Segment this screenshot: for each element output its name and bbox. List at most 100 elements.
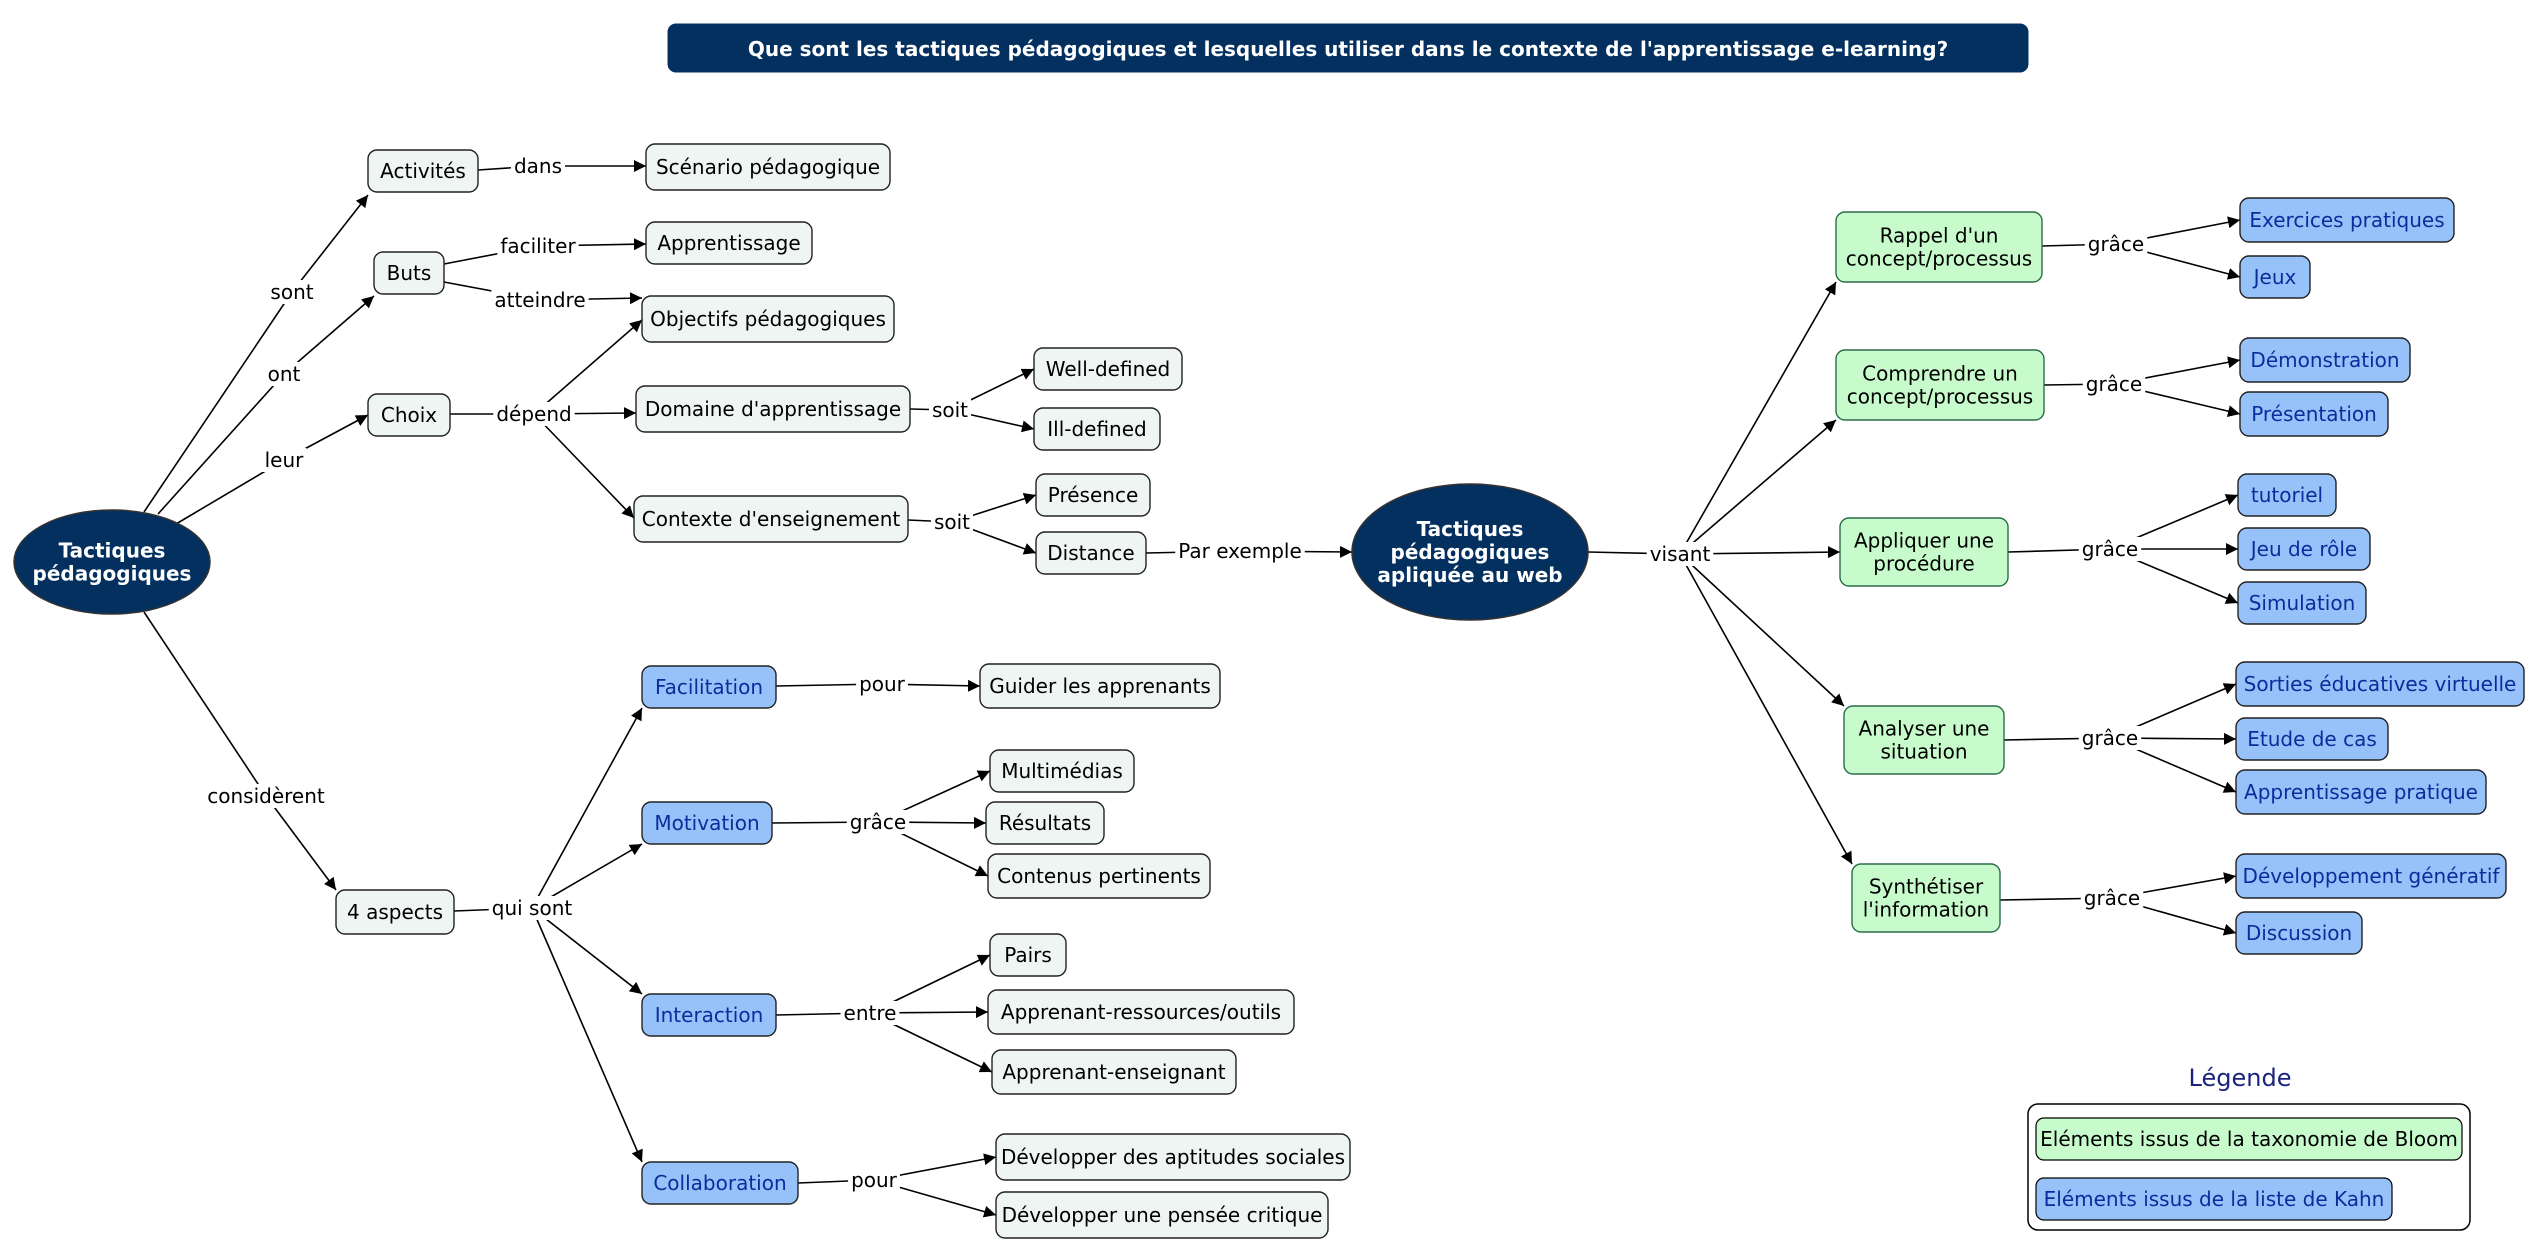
connector-ont-in	[157, 373, 285, 515]
node-exercices: Exercices pratiques	[2239, 197, 2455, 243]
node-label: situation	[1880, 740, 1967, 764]
node-shape	[1851, 863, 2001, 933]
link-label-entre: entre	[844, 1001, 897, 1025]
node-shape	[645, 143, 891, 191]
node-label: Etude de cas	[2247, 727, 2377, 751]
node-shape	[641, 665, 777, 709]
legend-bloom-label: Eléments issus de la taxonomie de Bloom	[2040, 1127, 2458, 1151]
legend: Légende Eléments issus de la taxonomie d…	[2027, 1064, 2471, 1231]
node-label: Multimédias	[1001, 759, 1123, 783]
node-label: Contenus pertinents	[997, 864, 1201, 888]
node-shape	[979, 663, 1221, 709]
node-label: concept/processus	[1846, 247, 2032, 271]
link-label-visant: visant	[1650, 542, 1711, 566]
node-jeuderole: Jeu de rôle	[2237, 527, 2371, 571]
node-label: Buts	[387, 261, 432, 285]
link-label-bg	[928, 398, 972, 422]
node-label: Activités	[380, 159, 466, 183]
link-label-soit2: soit	[934, 510, 970, 534]
node-label: Scénario pédagogique	[656, 155, 880, 179]
link-label-leur: leur	[265, 448, 305, 472]
link-label-bg	[840, 1001, 900, 1025]
node-shape	[2239, 337, 2411, 383]
link-label-grace1: grâce	[2088, 232, 2144, 256]
node-label: Motivation	[654, 811, 759, 835]
node-label: Sorties éducatives virtuelle	[2244, 672, 2517, 696]
node-shape	[633, 495, 909, 543]
node-label: Appliquer une	[1854, 529, 1994, 553]
link-label-grace4: grâce	[2082, 726, 2138, 750]
node-pairs: Pairs	[989, 933, 1067, 977]
node-shape	[2239, 197, 2455, 243]
connector-qui_sont-out	[531, 907, 643, 1163]
link-label-ont: ont	[268, 362, 301, 386]
connector-considerent-in	[143, 611, 267, 797]
node-label: Rappel d'un	[1880, 224, 1999, 248]
node-motivation: Motivation	[641, 801, 773, 845]
node-shape	[1835, 211, 2043, 283]
node-label: Well-defined	[1046, 357, 1171, 381]
node-label: Tactiques	[59, 539, 166, 563]
node-label: Comprendre un	[1862, 362, 2018, 386]
node-contexte: Contexte d'enseignement	[633, 495, 909, 543]
node-shape	[2235, 717, 2389, 761]
node-collaboration: Collaboration	[641, 1161, 799, 1205]
node-presence: Présence	[1035, 473, 1151, 517]
connector-qui_sont-out	[531, 907, 643, 995]
node-shape	[635, 385, 911, 433]
node-multimedias: Multimédias	[989, 749, 1135, 793]
node-illdefined: Ill-defined	[1033, 407, 1161, 451]
node-choix: Choix	[367, 393, 451, 437]
node-aptitudes: Développer des aptitudes sociales	[995, 1133, 1351, 1181]
node-shape	[985, 801, 1105, 845]
link-label-bg	[2078, 537, 2142, 561]
node-shape	[2239, 391, 2389, 437]
node-contenus: Contenus pertinents	[987, 853, 1211, 899]
node-shape	[1035, 531, 1147, 575]
node-label: Ill-defined	[1047, 417, 1147, 441]
link-label-depend: dépend	[496, 402, 571, 426]
node-pensee: Développer une pensée critique	[995, 1191, 1329, 1239]
link-label-bg	[497, 234, 579, 258]
link-label-dans: dans	[514, 154, 562, 178]
node-shape	[1839, 517, 2009, 587]
link-label-considerent: considèrent	[207, 784, 325, 808]
connector-sont-out	[291, 194, 369, 293]
node-label: Objectifs pédagogiques	[650, 307, 886, 331]
node-label: Exercices pratiques	[2249, 208, 2444, 232]
node-shape	[2235, 661, 2525, 707]
node-label: Pairs	[1004, 943, 1052, 967]
node-shape	[2237, 527, 2371, 571]
link-label-bg	[2082, 372, 2146, 396]
node-label: procédure	[1873, 552, 1974, 576]
node-shape	[645, 221, 813, 265]
link-label-bg	[261, 448, 307, 472]
link-label-bg	[491, 288, 589, 312]
link-label-bg	[1646, 542, 1714, 566]
node-shape	[1035, 473, 1151, 517]
node-label: Jeux	[2252, 265, 2297, 289]
node-activites: Activités	[367, 149, 479, 193]
link-label-grace3: grâce	[2082, 537, 2138, 561]
link-label-bg	[1175, 539, 1305, 563]
node-label: Résultats	[999, 811, 1091, 835]
node-tutoriel: tutoriel	[2237, 473, 2337, 517]
node-devgen: Développement génératif	[2235, 853, 2507, 899]
node-demonstration: Démonstration	[2239, 337, 2411, 383]
link-label-faciliter: faciliter	[500, 234, 576, 258]
link-label-sont: sont	[270, 280, 313, 304]
node-shape	[641, 1161, 799, 1205]
node-shape	[335, 889, 455, 935]
link-label-pour2: pour	[851, 1168, 898, 1192]
link-label-grace2: grâce	[2086, 372, 2142, 396]
node-shape	[13, 509, 211, 615]
node-shape	[641, 993, 777, 1037]
node-shape	[1843, 705, 2005, 775]
node-ressources: Apprenant-ressources/outils	[987, 989, 1295, 1035]
node-label: Apprenant-ressources/outils	[1001, 1000, 1281, 1024]
legend-kahn-swatch	[2035, 1177, 2393, 1221]
node-label: Apprentissage pratique	[2244, 780, 2478, 804]
